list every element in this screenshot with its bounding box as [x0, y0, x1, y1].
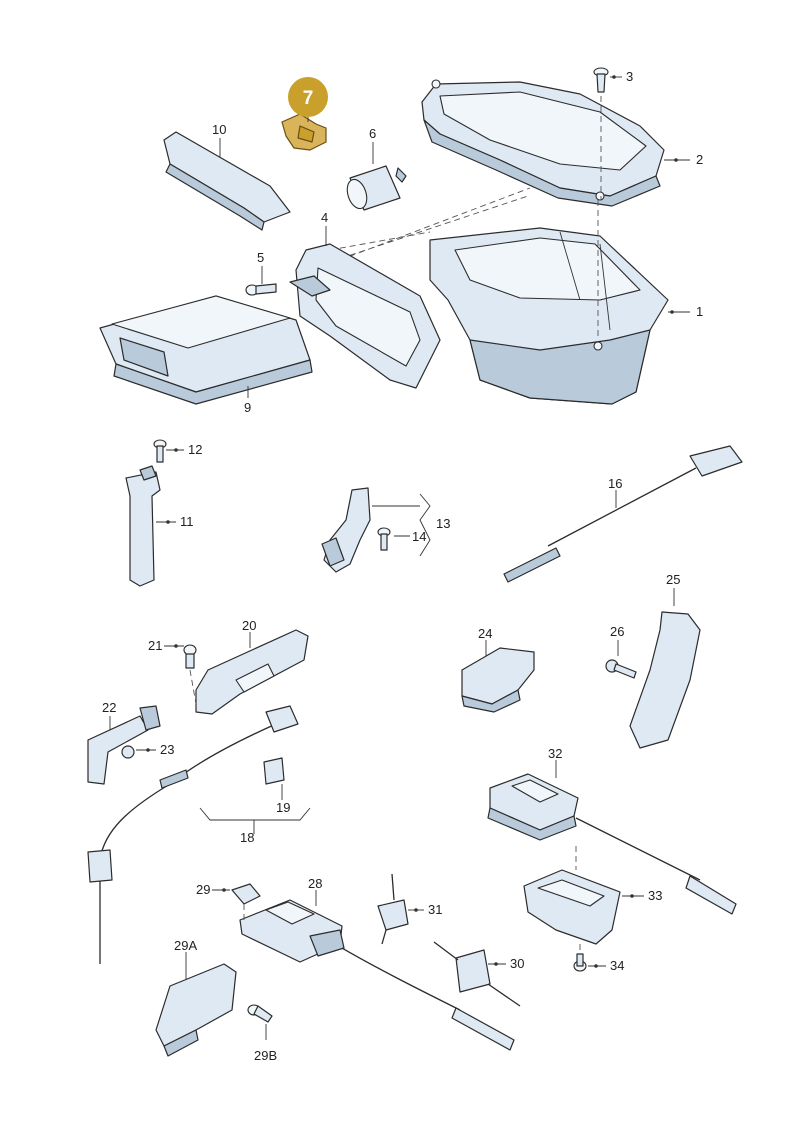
label-13: 13 [436, 516, 450, 531]
label-5: 5 [257, 250, 264, 265]
label-21: 21 [148, 638, 162, 653]
part-7-clip-highlighted [281, 113, 327, 151]
part-25-bracket [629, 611, 701, 749]
part-13-camshaft-sensor [321, 487, 371, 573]
leader-dot-1 [670, 310, 674, 314]
leader-13-14 [372, 505, 420, 537]
dash-3 [597, 96, 602, 340]
label-18: 18 [240, 830, 254, 845]
label-3: 3 [626, 69, 633, 84]
label-33: 33 [648, 888, 662, 903]
leader-dot-12 [174, 448, 178, 452]
leader-dot-3 [612, 75, 616, 79]
highlight-badge [288, 77, 328, 117]
leader-dot-33 [630, 894, 634, 898]
leader-dot-34 [594, 964, 598, 968]
highlight-badge-label: 7 [303, 88, 314, 109]
part-14-screw [377, 527, 391, 551]
label-24: 24 [478, 626, 492, 641]
part-16-lambda-probe [503, 445, 743, 583]
part-12-screw [153, 439, 167, 463]
label-9: 9 [244, 400, 251, 415]
part-31-sensor [377, 873, 409, 945]
part-24-pressure-sensor [461, 647, 535, 713]
leader-dot-2 [674, 158, 678, 162]
leader-dot-23 [146, 748, 150, 752]
label-29a: 29A [174, 938, 197, 953]
part-22-bracket [87, 705, 161, 785]
part-29b-screw [247, 1004, 273, 1023]
part-28-nox-sender [239, 899, 515, 1051]
label-23: 23 [160, 742, 174, 757]
part-10-cover [163, 131, 291, 231]
assembly-lines-top [311, 187, 531, 269]
part-6-sleeve [346, 165, 407, 211]
part-33-bracket [523, 869, 621, 945]
label-32: 32 [548, 746, 562, 761]
label-31: 31 [428, 902, 442, 917]
part-34-screw [573, 953, 587, 972]
label-12: 12 [188, 442, 202, 457]
part-11-sensor [125, 465, 161, 587]
label-34: 34 [610, 958, 624, 973]
bracket-18 [199, 807, 311, 834]
part-19-clip [263, 757, 285, 785]
label-2: 2 [696, 152, 703, 167]
label-1: 1 [696, 304, 703, 319]
label-28: 28 [308, 876, 322, 891]
label-16: 16 [608, 476, 622, 491]
label-22: 22 [102, 700, 116, 715]
part-1-housing-lower [429, 227, 669, 405]
label-6: 6 [369, 126, 376, 141]
part-18-temperature-sensor [87, 705, 299, 964]
leader-dot-11 [166, 520, 170, 524]
bracket-13 [419, 493, 431, 557]
part-2-housing-cover [421, 79, 665, 207]
label-30: 30 [510, 956, 524, 971]
label-29b: 29B [254, 1048, 277, 1063]
leader-dot-31 [414, 908, 418, 912]
label-20: 20 [242, 618, 256, 633]
dash-21 [189, 669, 197, 705]
part-20-bracket [195, 629, 309, 715]
part-32-nox-control-unit [487, 773, 737, 915]
part-29-grommet [231, 883, 261, 905]
part-3-screw [593, 67, 609, 93]
label-4: 4 [321, 210, 328, 225]
label-25: 25 [666, 572, 680, 587]
part-21-screw [183, 644, 197, 669]
label-19: 19 [276, 800, 290, 815]
label-11: 11 [180, 514, 194, 529]
leader-dot-30 [494, 962, 498, 966]
part-9-ecu [99, 295, 313, 405]
label-26: 26 [610, 624, 624, 639]
part-26-bolt [605, 659, 637, 679]
label-14: 14 [412, 529, 426, 544]
part-29a-bracket [155, 963, 237, 1057]
label-10: 10 [212, 122, 226, 137]
leader-dot-21 [174, 644, 178, 648]
leader-dot-29 [222, 888, 226, 892]
part-4-ecu-bracket [289, 243, 441, 389]
part-23-nut [121, 745, 135, 759]
part-5-screw [245, 283, 277, 296]
part-30-connector [433, 941, 521, 1007]
label-29: 29 [196, 882, 210, 897]
